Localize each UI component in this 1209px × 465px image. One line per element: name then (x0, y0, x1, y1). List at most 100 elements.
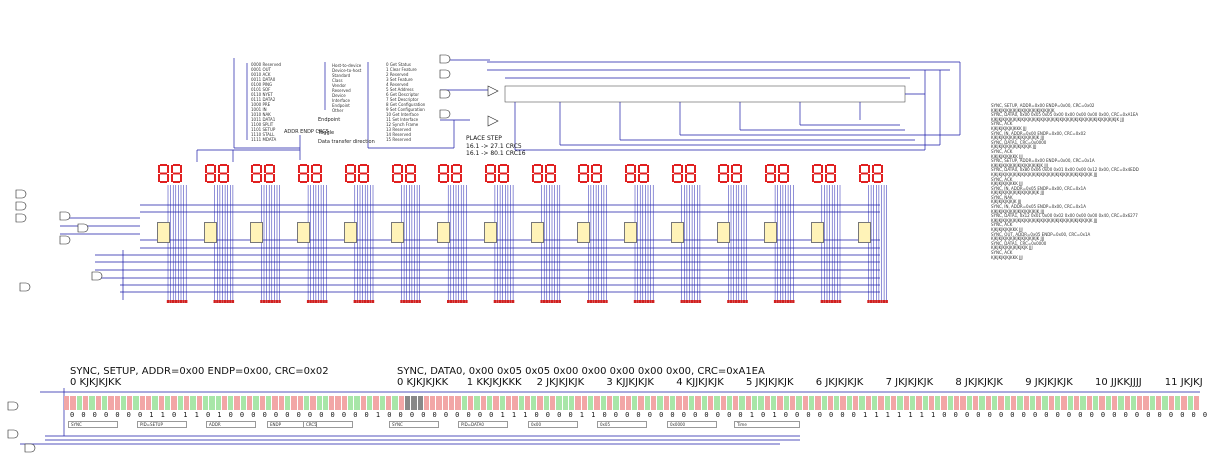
pid-entry: 1000 PRE (251, 102, 271, 107)
bit-cell (379, 396, 386, 410)
log-line: SYNC, DATA0, 0x80 0x06 0x00 0x01 0x00 0x… (991, 167, 1139, 173)
seven-segment-display (344, 164, 370, 183)
byte-symbol-label: 6 JKJKJKJK (815, 377, 864, 388)
data-register (530, 222, 544, 243)
pid-entry: 0000 Reserved (251, 62, 282, 67)
byte-symbol-label: 2 JKJKJKJK (536, 377, 585, 388)
bit-cell (638, 396, 645, 410)
request-entry: 9 Set Configuration (386, 107, 425, 112)
place-step-line1: 16.1 -> 27.1 CRC5 (466, 143, 522, 150)
packet1-caption: SYNC, SETUP, ADDR=0x00 ENDP=0x00, CRC=0x… (70, 366, 329, 377)
pid-entry: 1011 DATA1 (251, 117, 276, 122)
direction-entry: Reserved (332, 88, 351, 93)
log-line: KJKJKJKJKJKJKJKJKJKJKJKJK JJJ (991, 236, 1045, 242)
bit-cell (360, 396, 367, 410)
bit-cell (1080, 396, 1087, 410)
bit-cell (865, 396, 872, 410)
bit-cell (777, 396, 784, 410)
bit-cell (695, 396, 702, 410)
bit-cell (859, 396, 866, 410)
bit-cell (417, 396, 424, 410)
bit-cell (846, 396, 854, 410)
direction-entry: Device-to-host (332, 68, 362, 73)
bit-cell (449, 396, 456, 410)
bit-cell (840, 396, 847, 410)
direction-entry: Class (332, 78, 343, 83)
byte-symbol-label: 10 JJKKJJJJ (1095, 377, 1142, 388)
bit-cell (196, 396, 203, 410)
log-line: SYNC, OUT, ADDR=0x05 ENDP=0x00, CRC=0x1A (991, 231, 1091, 237)
bit-cell (404, 396, 412, 410)
bit-cell (941, 396, 948, 410)
data-register (483, 222, 497, 243)
pid-entry: 1010 NAK (251, 112, 271, 117)
seven-segment-display (298, 164, 324, 183)
seven-segment-display (718, 164, 744, 183)
seven-segment-display (671, 164, 697, 183)
request-entry: 5 Set Address (386, 87, 414, 92)
bit-cell (284, 396, 292, 410)
bit-cell (569, 396, 576, 410)
bit-cell (954, 396, 961, 410)
bit-cell (764, 396, 771, 410)
bit-cell (1193, 396, 1201, 410)
place-step-line2: 16.1 -> 80.1 CRC16 (466, 150, 526, 157)
bit-cell (228, 396, 235, 410)
place-step-title: PLACE STEP (466, 135, 502, 142)
bit-cell (1105, 396, 1112, 410)
bit-cell (808, 396, 816, 410)
bit-cell (505, 396, 513, 410)
seven-segment-display (625, 164, 650, 183)
bit-cell (1010, 396, 1018, 410)
log-line: SYNC, DATA1, 0x12 0x01 0x00 0x02 0x00 0x… (991, 213, 1138, 219)
log-line: KJKJKJKJKJKKK JJJ (991, 227, 1023, 233)
direction-entry: Standard (332, 73, 351, 78)
bit-cell (928, 396, 936, 410)
seven-segment-display (391, 164, 417, 183)
bit-cell (613, 396, 620, 410)
seven-segment-display (251, 164, 277, 183)
bit-value-row: 0 0 0 0 0 0 0 1 1 0 1 1 0 1 0 0 0 0 0 0 … (70, 411, 1209, 419)
bit-cell (1048, 396, 1056, 410)
direction-entry: Device (332, 93, 346, 98)
nrzi-bit-grid (64, 396, 1201, 410)
byte-symbol-label: 9 JKJKJKJK (1025, 377, 1073, 388)
field-label: ENDP (267, 421, 317, 428)
bit-cell (177, 396, 184, 410)
endpoint-label: Endpoint (318, 117, 341, 123)
bit-cell (259, 396, 266, 410)
log-line: KJKJKJKJKJKJKJKJKJKJKJKJK JJJ (991, 190, 1045, 196)
bit-cell (1017, 396, 1024, 410)
bit-cell (272, 396, 279, 410)
bit-cell (543, 396, 551, 410)
bit-cell (335, 396, 342, 410)
bit-cell (682, 396, 689, 410)
bit-cell (348, 396, 355, 410)
addr-endp-crc-label: ADDR ENDP CRC5 (284, 129, 329, 135)
bit-cell (442, 396, 450, 410)
bit-cell (600, 396, 607, 410)
bit-cell (385, 396, 393, 410)
bit-cell (316, 396, 323, 410)
log-line: SYNC, ACK (991, 222, 1013, 228)
bit-cell (183, 396, 191, 410)
data-register (670, 222, 684, 243)
field-label: PID=DATA0 (458, 421, 508, 428)
field-label: 0x05 (597, 421, 647, 428)
seven-segment-display (765, 164, 791, 183)
pid-entry: 1100 SPLIT (251, 122, 274, 127)
bit-cell (1181, 396, 1188, 410)
bit-cell (1187, 396, 1194, 410)
bit-cell (771, 396, 778, 410)
bit-cell (322, 396, 330, 410)
log-line: KJKJKJKJKJKKK JJJ (991, 254, 1023, 260)
bit-cell (720, 396, 727, 410)
bit-cell (278, 396, 285, 410)
bit-cell (651, 396, 658, 410)
bit-cell (581, 396, 588, 410)
data-register (203, 222, 217, 243)
bit-cell (973, 396, 980, 410)
bit-cell (745, 396, 753, 410)
bit-cell (587, 396, 595, 410)
pid-entry: 0100 PING (251, 82, 273, 87)
